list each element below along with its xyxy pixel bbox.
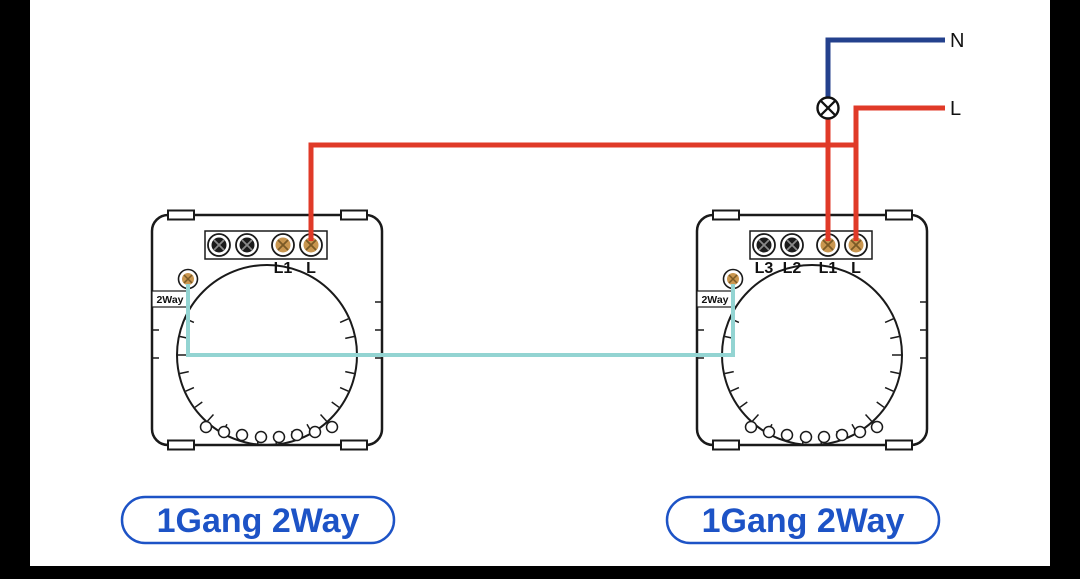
dial-bead	[290, 428, 304, 442]
dial-bead	[254, 430, 268, 444]
dial-tick	[206, 413, 215, 422]
lamp-cross-line	[820, 100, 836, 116]
dial-bead	[762, 425, 776, 439]
screw-slot	[758, 239, 770, 251]
screw-slot	[822, 239, 834, 251]
two-way-screw-slot	[728, 274, 738, 284]
traveller-wire	[186, 284, 735, 357]
dial-bead	[235, 428, 249, 442]
dial-tick	[345, 370, 355, 375]
terminal-block	[749, 230, 873, 260]
dial-bead	[272, 430, 286, 444]
dial-tick	[890, 370, 900, 375]
two-way-label: 2Way	[156, 294, 183, 306]
dial-tick	[185, 386, 195, 392]
mounting-tab	[167, 209, 195, 221]
dial-bead	[835, 428, 849, 442]
two-way-label: 2Way	[701, 294, 728, 306]
dial-bead	[199, 420, 213, 434]
screw-slot	[850, 239, 862, 251]
lamp-icon	[816, 96, 840, 120]
dial-bead	[325, 420, 339, 434]
mounting-tab	[167, 439, 195, 451]
dial-bead	[817, 430, 831, 444]
switch-module-left-labels: L1 L 2Way 1Gang 2Way	[120, 260, 396, 545]
screw-slot	[305, 239, 317, 251]
terminal-label-l3: L3	[755, 260, 774, 277]
dial-bead	[744, 420, 758, 434]
dial-tick	[331, 401, 340, 408]
wires	[186, 37, 945, 357]
two-way-screw-slot	[183, 274, 193, 284]
terminal-label-l1: L1	[274, 260, 293, 277]
mounting-tab	[885, 209, 913, 221]
dial-tick	[876, 401, 885, 408]
dial-tick	[339, 318, 349, 324]
dial-tick	[179, 370, 189, 375]
terminal-label-l1: L1	[819, 260, 838, 277]
dial-tick	[345, 335, 355, 340]
dial-tick	[864, 413, 873, 422]
dial-tick	[730, 386, 740, 392]
caption-text: 1Gang 2Way	[702, 502, 905, 540]
switch-module-left	[150, 209, 384, 451]
terminal-label-l: L	[851, 260, 861, 277]
dial-bead	[308, 425, 322, 439]
mounting-tab	[340, 439, 368, 451]
dial-bead	[870, 420, 884, 434]
dial-tick	[884, 318, 894, 324]
neutral-label: N	[950, 30, 964, 52]
screw-slot	[786, 239, 798, 251]
dial-tick	[884, 386, 894, 392]
caption-pill	[120, 495, 396, 545]
dial-tick	[724, 370, 734, 375]
live-wire-supply	[853, 105, 945, 241]
mounting-tab	[712, 439, 740, 451]
switch-module-right-labels: L3 L2 L1 L 2Way 1Gang 2Way	[665, 260, 941, 545]
mounting-tab	[340, 209, 368, 221]
dial-tick	[194, 401, 203, 408]
dial-bead	[799, 430, 813, 444]
dial-tick	[339, 386, 349, 392]
terminal-block	[204, 230, 328, 260]
switch-module-right	[695, 209, 929, 451]
caption-pill	[665, 495, 941, 545]
dial-tick	[751, 413, 760, 422]
neutral-wire	[825, 37, 945, 97]
live-wire-link	[308, 142, 856, 241]
dial-bead	[853, 425, 867, 439]
caption-text: 1Gang 2Way	[157, 502, 360, 540]
terminal-label-l2: L2	[783, 260, 802, 277]
dial-tick	[890, 335, 900, 340]
dial-tick	[319, 413, 328, 422]
terminal-label-l: L	[306, 260, 316, 277]
screw-slot	[241, 239, 253, 251]
mounting-tab	[712, 209, 740, 221]
screw-slot	[213, 239, 225, 251]
mounting-tab	[885, 439, 913, 451]
dial-bead	[217, 425, 231, 439]
dial-bead	[780, 428, 794, 442]
live-label: L	[950, 98, 961, 120]
screw-slot	[277, 239, 289, 251]
dial-tick	[739, 401, 748, 408]
